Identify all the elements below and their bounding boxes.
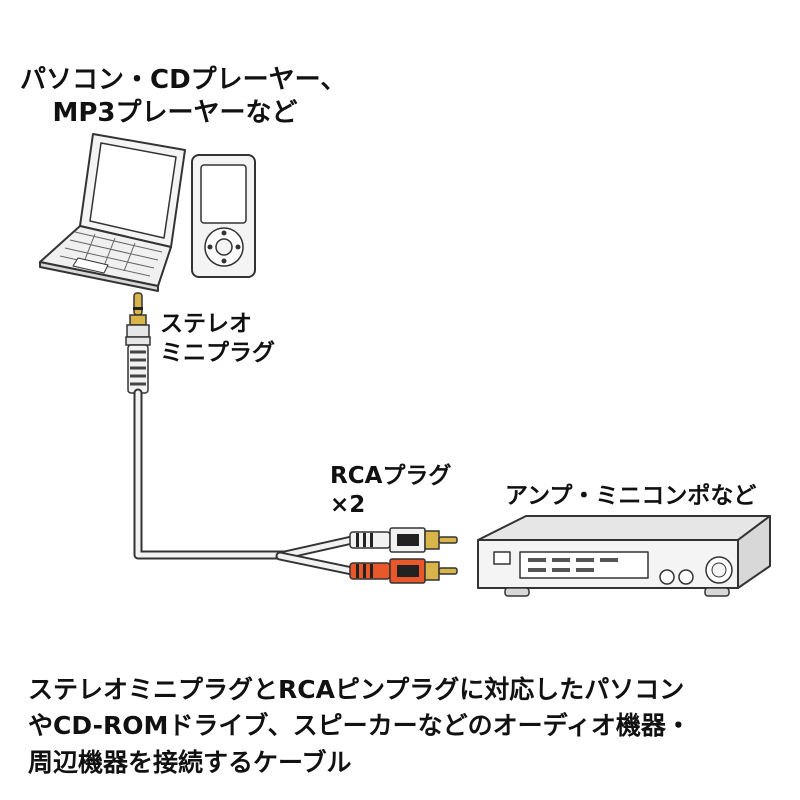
- description-line2: やCD-ROMドライブ、スピーカーなどのオーディオ機器・: [28, 711, 691, 741]
- plug-label-line1: ステレオ: [160, 311, 252, 337]
- source-devices-label: パソコン・CDプレーヤー、 MP3プレーヤーなど: [20, 64, 347, 129]
- amplifier-icon: [477, 515, 771, 597]
- rca-plug-white: [349, 527, 458, 553]
- stereo-mini-plug-label: ステレオ ミニプラグ: [160, 310, 275, 368]
- rca-label-line2: ×2: [330, 491, 366, 518]
- source-label-line1: パソコン・CDプレーヤー、: [20, 65, 347, 95]
- mp3-player-icon: [191, 154, 256, 278]
- laptop-icon: [39, 133, 186, 292]
- stereo-mini-plug: [125, 292, 151, 394]
- audio-cable: [133, 388, 357, 576]
- description-line1: ステレオミニプラグとRCAピンプラグに対応したパソコン: [28, 675, 685, 704]
- source-label-line2: MP3プレーヤーなど: [52, 97, 298, 128]
- plug-label-line2: ミニプラグ: [160, 339, 275, 366]
- description-line3: 周辺機器を接続するケーブル: [28, 747, 352, 777]
- product-description: ステレオミニプラグとRCAピンプラグに対応したパソコン やCD-ROMドライブ、…: [28, 672, 788, 781]
- amplifier-label: アンプ・ミニコンポなど: [505, 483, 757, 509]
- rca-label-line1: RCAプラグ: [330, 463, 452, 489]
- rca-plug-red: [349, 558, 458, 584]
- connection-diagram: [39, 133, 771, 597]
- rca-plug-label: RCAプラグ ×2: [330, 462, 451, 520]
